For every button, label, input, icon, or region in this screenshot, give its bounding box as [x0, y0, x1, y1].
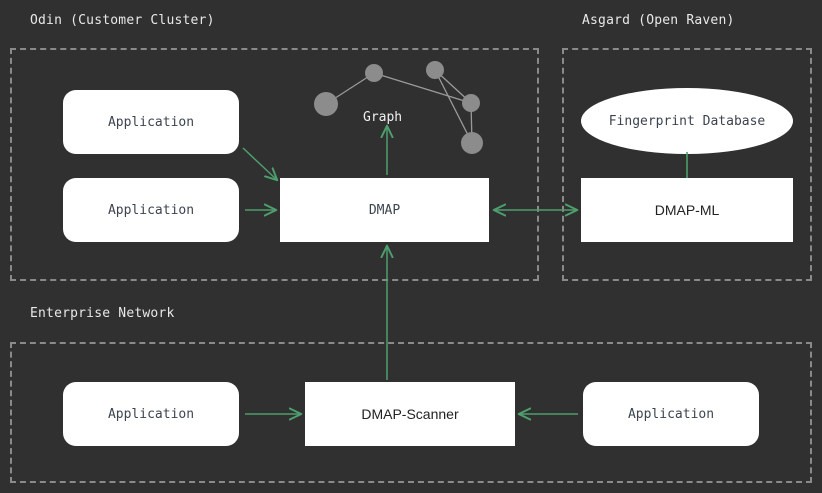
- zone-title-enterprise: Enterprise Network: [30, 306, 175, 321]
- node-app-ent-2[interactable]: Application: [583, 382, 759, 446]
- node-app-odin-1[interactable]: Application: [63, 90, 239, 154]
- node-dmap-scanner[interactable]: DMAP-Scanner: [305, 382, 515, 446]
- connector-app1-to-dmap: [242, 147, 277, 180]
- zone-title-asgard: Asgard (Open Raven): [582, 13, 735, 28]
- zone-boundary-asgard: [562, 48, 812, 281]
- node-app-ent-1[interactable]: Application: [63, 382, 239, 446]
- zone-title-odin: Odin (Customer Cluster): [30, 13, 215, 28]
- graph-label: Graph: [363, 110, 403, 125]
- node-app-odin-2[interactable]: Application: [63, 178, 239, 242]
- node-fingerprint[interactable]: Fingerprint Database: [581, 88, 793, 154]
- zone-boundary-odin: [10, 48, 539, 281]
- node-dmap[interactable]: DMAP: [280, 178, 489, 242]
- zone-boundary-enterprise: [10, 342, 812, 483]
- node-dmap-ml[interactable]: DMAP-ML: [581, 178, 793, 242]
